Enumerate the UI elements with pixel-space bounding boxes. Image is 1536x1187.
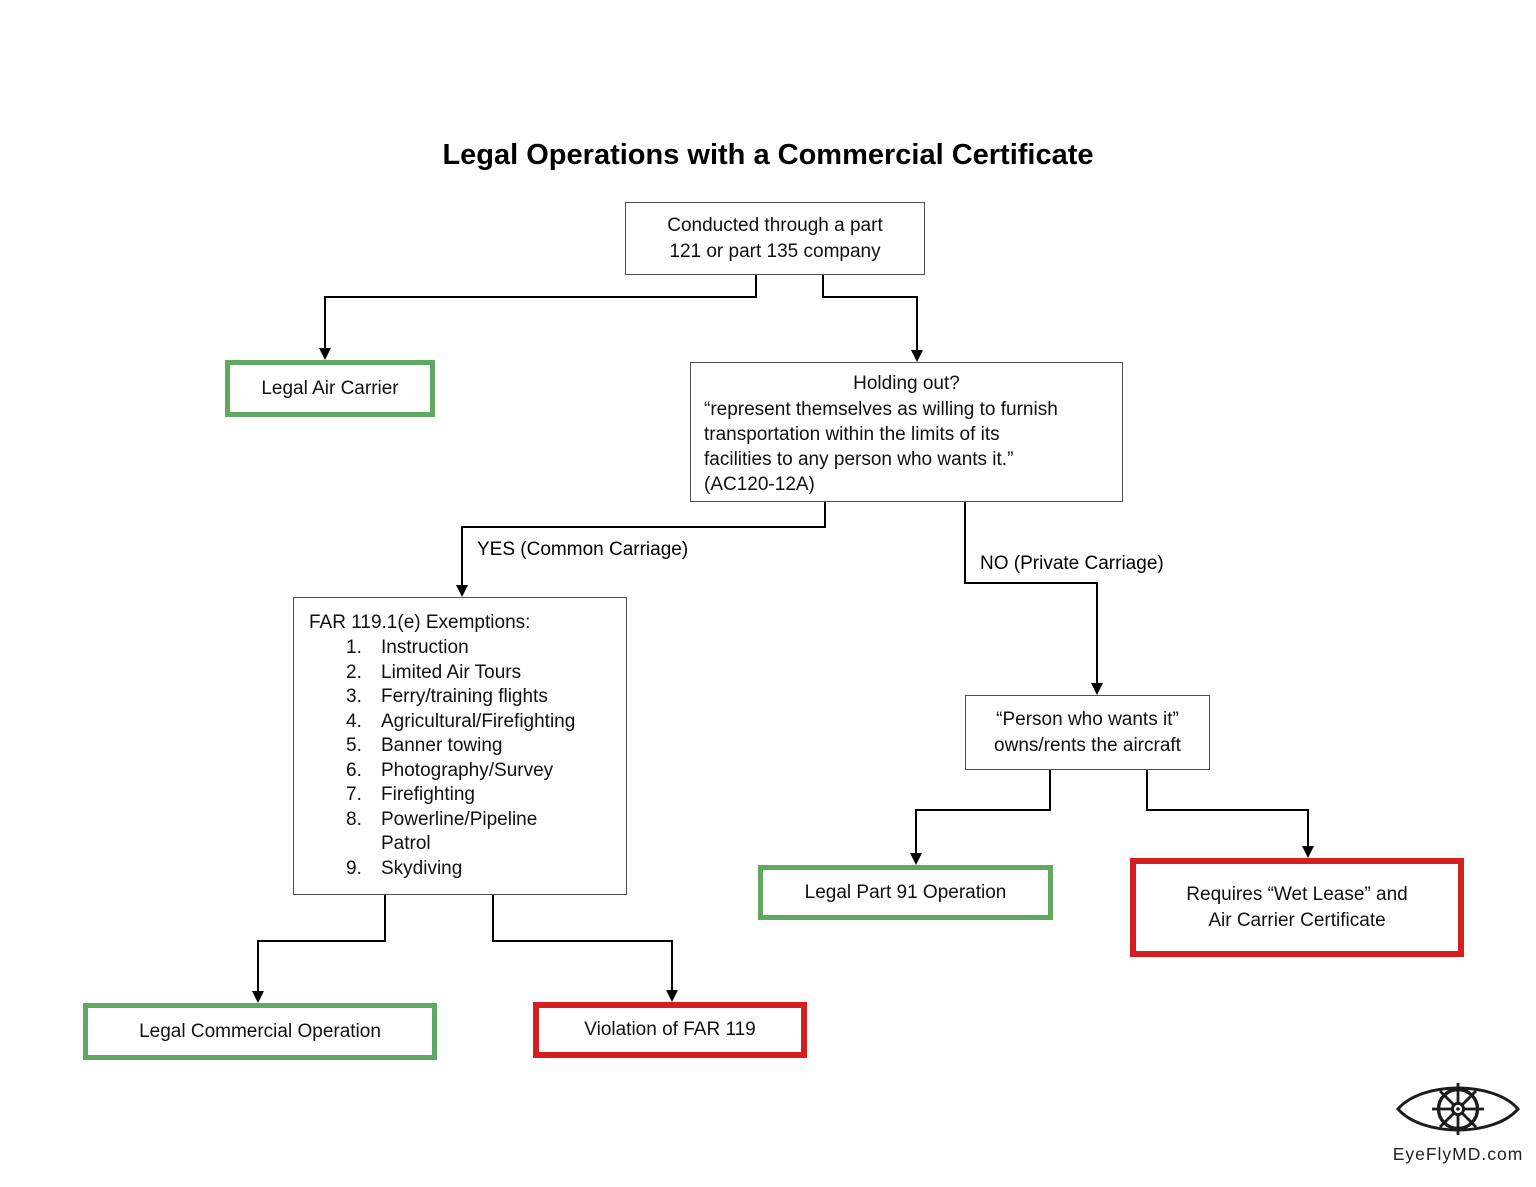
- logo-text: EyeFlyMD.com: [1393, 1144, 1524, 1164]
- edge-label-no-private-carriage: NO (Private Carriage): [980, 553, 1164, 574]
- eyeflymd-logo: EyeFlyMD.com: [1392, 1076, 1524, 1171]
- exemption-item: Firefighting: [381, 784, 475, 805]
- edge-to-holding-out: [822, 275, 923, 362]
- holding-out-body: “represent themselves as willing to furn…: [704, 399, 1058, 496]
- edge-to-legal-air-carrier: [319, 275, 757, 360]
- node-holding-out: Holding out? “represent themselves as wi…: [690, 362, 1123, 502]
- node-legal-part-91-operation: Legal Part 91 Operation: [758, 865, 1053, 920]
- exemption-item: Banner towing: [381, 735, 503, 756]
- exemption-item: Photography/Survey: [381, 759, 554, 781]
- page-title: Legal Operations with a Commercial Certi…: [442, 139, 1094, 171]
- holding-out-heading: Holding out?: [853, 373, 960, 394]
- exemption-item: Ferry/training flights: [381, 686, 548, 707]
- exemption-item: Agricultural/Firefighting: [381, 710, 576, 732]
- edge-to-legal-part91: [910, 770, 1051, 865]
- node-legal-commercial-operation: Legal Commercial Operation: [83, 1003, 437, 1060]
- exemptions-heading: FAR 119.1(e) Exemptions:: [309, 612, 531, 633]
- edge-to-wet-lease: [1146, 770, 1314, 858]
- node-person-owns-rents-aircraft: “Person who wants it” owns/rents the air…: [965, 695, 1210, 770]
- edge-no-to-person: [964, 502, 1103, 695]
- node-requires-wet-lease: Requires “Wet Lease” and Air Carrier Cer…: [1130, 858, 1464, 957]
- exemption-item: Limited Air Tours: [381, 661, 522, 683]
- exemption-item: Powerline/Pipeline Patrol: [381, 808, 538, 855]
- edge-yes-to-exemptions: [456, 502, 826, 597]
- edge-label-yes-common-carriage: YES (Common Carriage): [477, 539, 689, 560]
- node-legal-air-carrier: Legal Air Carrier: [225, 360, 435, 417]
- exemption-item: Instruction: [381, 637, 469, 658]
- eye-ship-wheel-icon: EyeFlyMD.com: [1393, 1083, 1524, 1164]
- node-violation-far-119: Violation of FAR 119: [533, 1002, 807, 1058]
- edge-to-violation: [492, 895, 678, 1002]
- edge-to-legal-commercial: [252, 895, 386, 1003]
- node-conducted-through-part-121-135: Conducted through a part 121 or part 135…: [625, 202, 925, 275]
- exemption-item: Skydiving: [381, 857, 463, 879]
